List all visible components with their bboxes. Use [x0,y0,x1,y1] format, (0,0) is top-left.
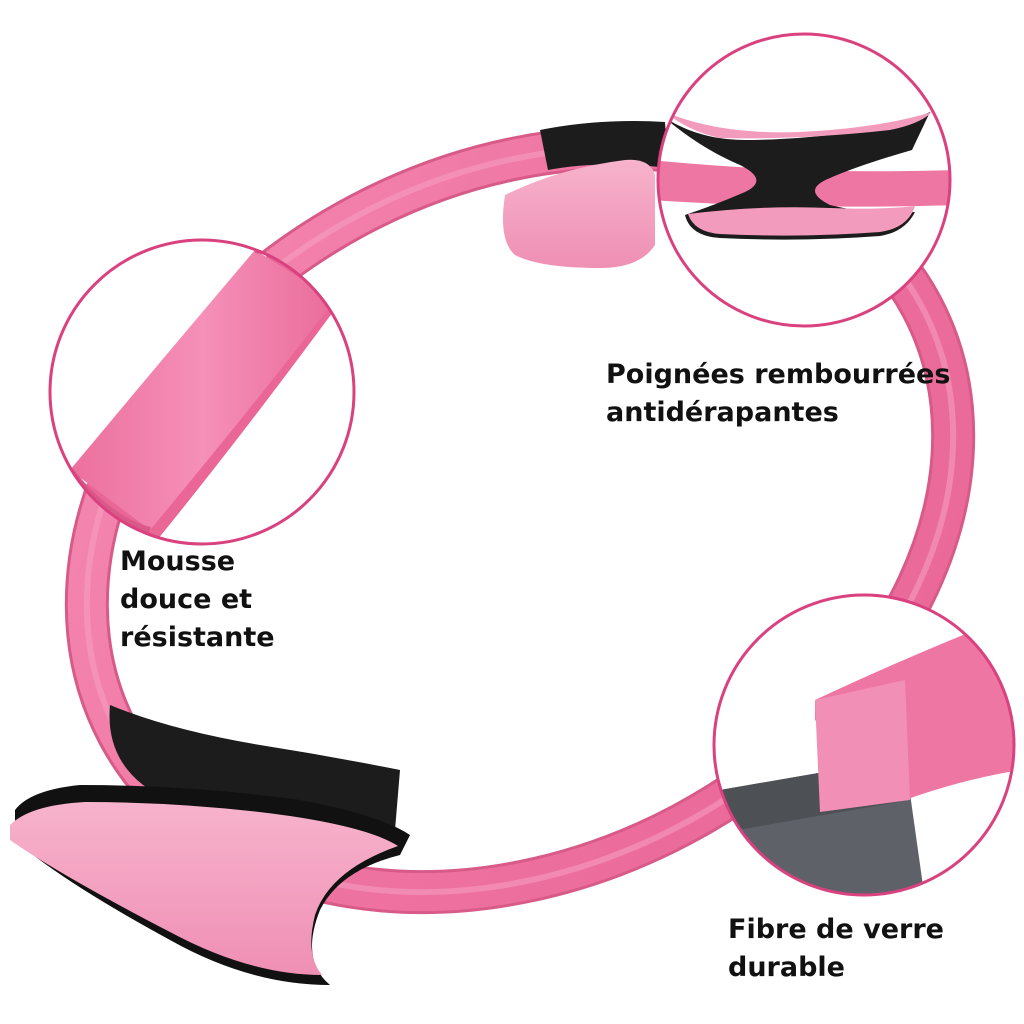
handles-caption-line-2: antidérapantes [606,397,839,428]
fiberglass-caption-line-2: durable [728,952,845,983]
fiberglass-caption: Fibre de verre durable [728,911,944,987]
fiberglass-caption-line-1: Fibre de verre [728,914,944,945]
handles-caption: Poignées rembourrées antidérapantes [606,356,950,432]
bottom-left-handle [10,705,410,985]
foam-caption-line-1: Mousse [120,546,236,577]
top-handle [502,121,668,268]
foam-caption: Mousse douce et résistante [120,543,275,657]
handles-caption-line-1: Poignées rembourrées [606,359,951,390]
foam-caption-line-2: douce et [120,584,253,615]
fiberglass-zoom-circle [712,593,1016,897]
foam-caption-line-3: résistante [120,622,275,653]
handle-zoom-circle [656,32,952,328]
